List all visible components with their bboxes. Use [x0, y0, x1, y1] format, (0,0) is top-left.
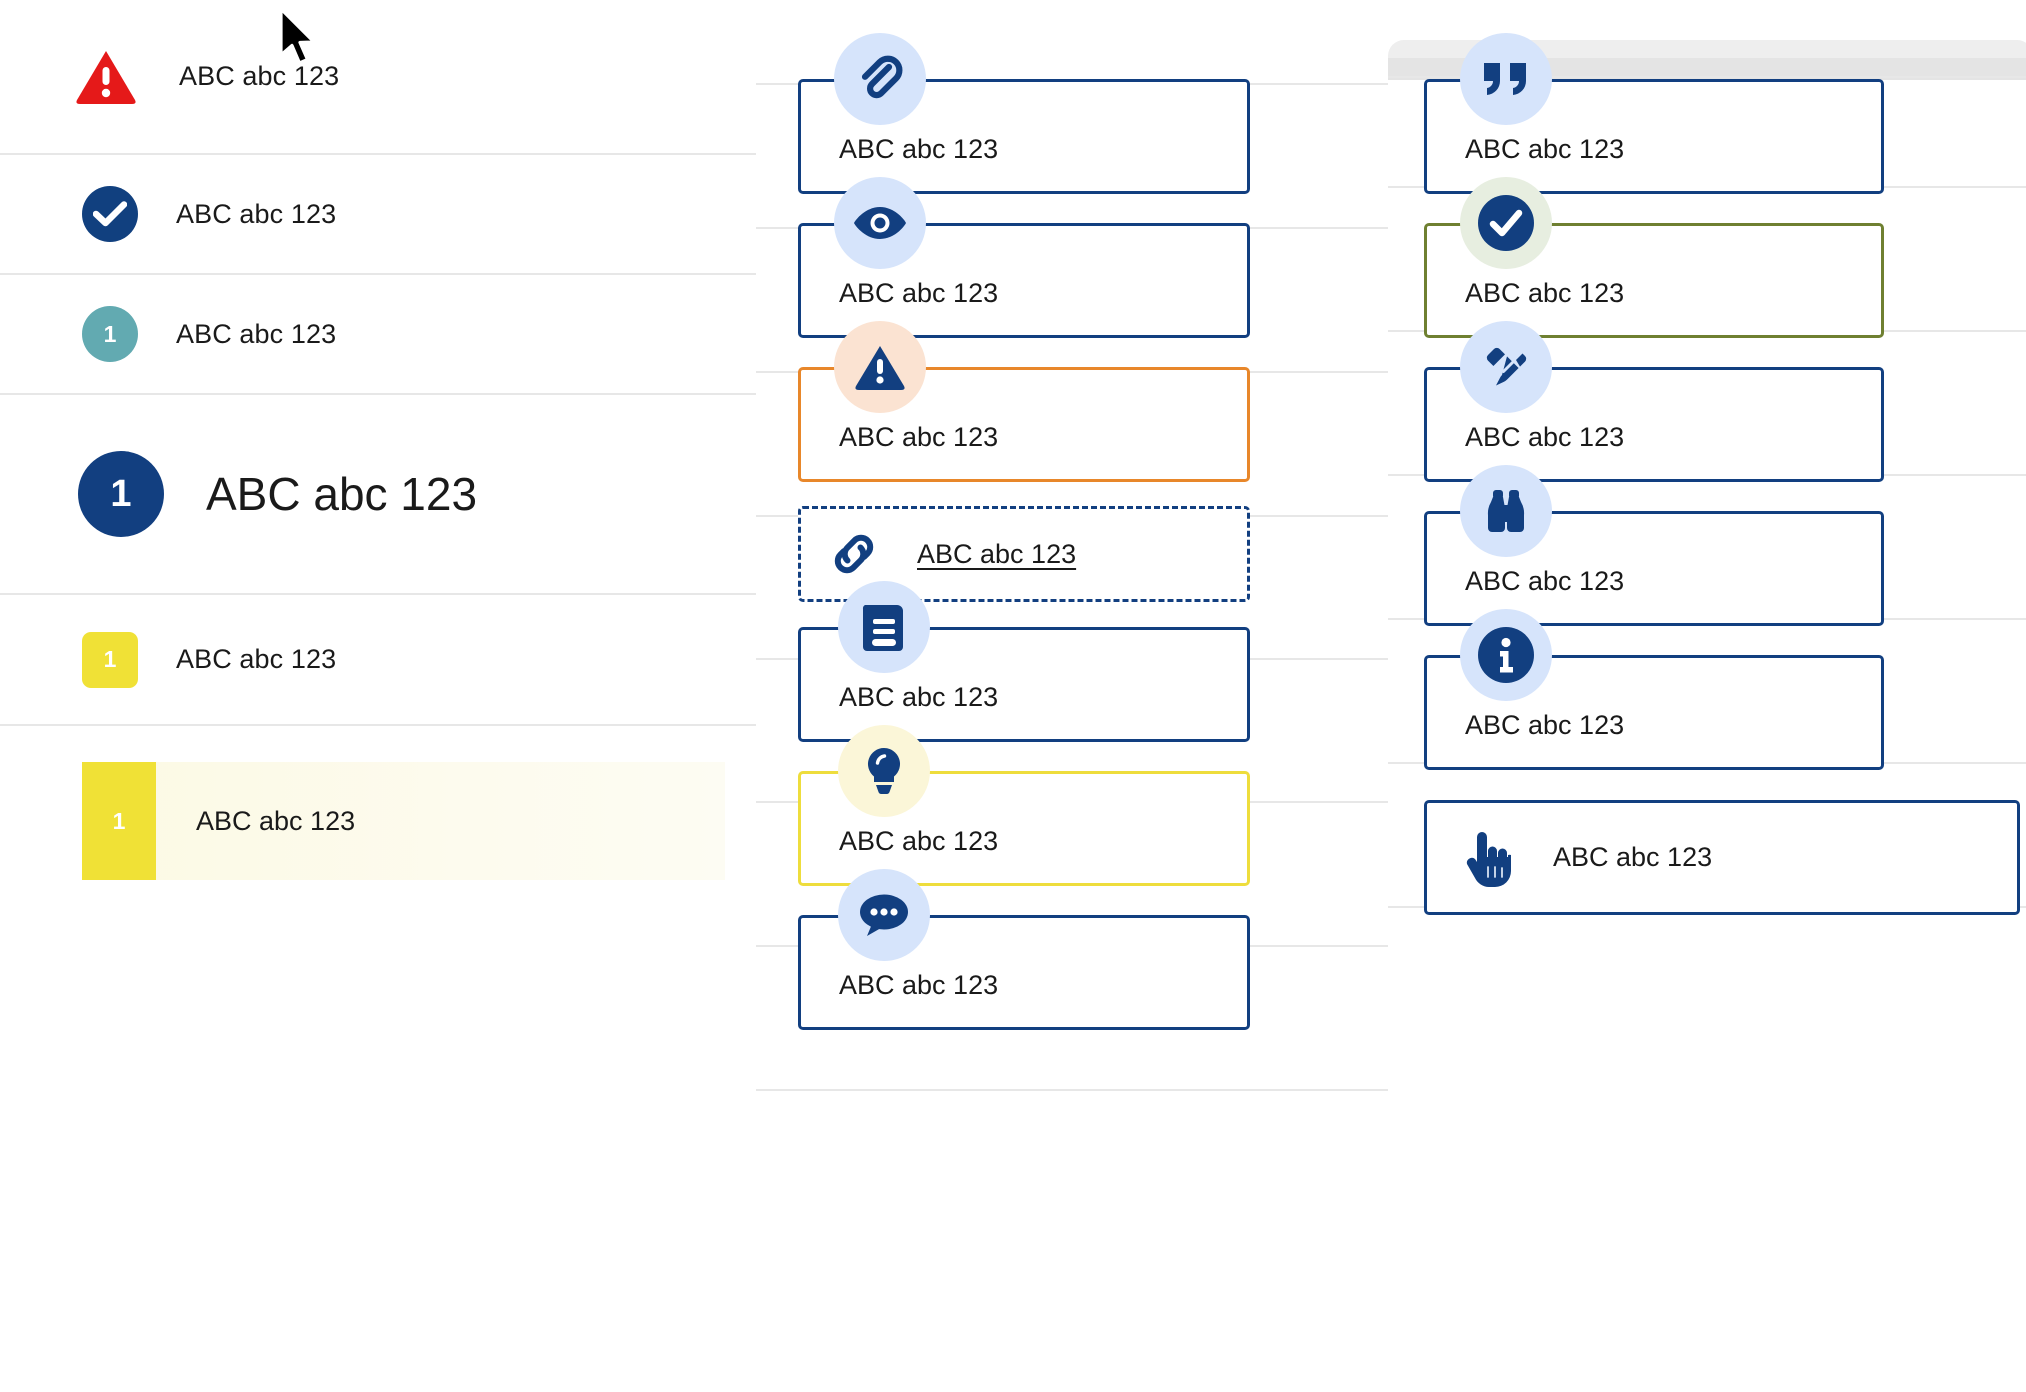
sidebar-item-label: ABC abc 123	[176, 198, 337, 229]
card-label: ABC abc 123	[839, 134, 999, 164]
card-label: ABC abc 123	[1465, 710, 1625, 740]
number-badge-icon: 1	[82, 306, 138, 362]
sidebar-item-highlighted[interactable]: 1 ABC abc 123	[0, 726, 756, 916]
card-label: ABC abc 123	[1465, 134, 1625, 164]
card-label: ABC abc 123	[839, 278, 999, 308]
card-action[interactable]: ABC abc 123	[1424, 800, 2020, 915]
check-circle-icon	[82, 186, 138, 242]
number-badge-icon: 1	[82, 631, 138, 688]
sidebar-item-yellow-badge[interactable]: 1 ABC abc 123	[0, 595, 756, 726]
card-label: ABC abc 123	[1465, 278, 1625, 308]
sidebar-item-label: ABC abc 123	[196, 805, 356, 836]
warning-triangle-icon	[834, 321, 926, 413]
number-badge-icon: 1	[78, 451, 164, 537]
binoculars-icon	[1460, 465, 1552, 557]
chat-bubble-icon	[838, 869, 930, 961]
middle-column: ABC abc 123 ABC abc 123 ABC abc 123	[756, 0, 1388, 1091]
sidebar-item-label: ABC abc 123	[176, 318, 337, 349]
card-info[interactable]: ABC abc 123	[1424, 655, 1884, 770]
sidebar-item-label: ABC abc 123	[206, 468, 478, 520]
pencil-icon	[1460, 321, 1552, 413]
highlight-panel: 1 ABC abc 123	[82, 762, 725, 880]
right-column: ABC abc 123 ABC abc 123 ABC abc 123 ABC …	[1388, 0, 2026, 915]
check-circle-icon	[1460, 177, 1552, 269]
info-icon	[1460, 609, 1552, 701]
paperclip-icon	[834, 33, 926, 125]
eye-icon	[834, 177, 926, 269]
sidebar-item-label: ABC abc 123	[176, 644, 337, 674]
quote-icon	[1460, 33, 1552, 125]
card-label: ABC abc 123	[839, 826, 999, 856]
card-label: ABC abc 123	[1465, 422, 1625, 452]
hand-pointer-icon	[1465, 827, 1511, 889]
sidebar-item-warning[interactable]: ABC abc 123	[0, 0, 756, 155]
card-link-label[interactable]: ABC abc 123	[917, 538, 1077, 569]
card-label: ABC abc 123	[839, 422, 999, 452]
lightbulb-icon	[838, 725, 930, 817]
sidebar-item-primary[interactable]: 1 ABC abc 123	[0, 395, 756, 595]
sidebar-item-teal-badge[interactable]: 1 ABC abc 123	[0, 275, 756, 395]
book-icon	[838, 581, 930, 673]
sidebar-item-label: ABC abc 123	[179, 61, 340, 91]
warning-triangle-icon	[75, 50, 137, 104]
link-icon	[829, 529, 879, 579]
sidebar: ABC abc 123 ABC abc 123 1 ABC abc 123 1 …	[0, 0, 756, 1392]
card-label: ABC abc 123	[839, 682, 999, 712]
number-badge-icon: 1	[82, 762, 156, 880]
card-label: ABC abc 123	[1553, 842, 1713, 872]
sidebar-item-check[interactable]: ABC abc 123	[0, 155, 756, 275]
card-label: ABC abc 123	[839, 970, 999, 1000]
card-label: ABC abc 123	[1465, 566, 1625, 596]
